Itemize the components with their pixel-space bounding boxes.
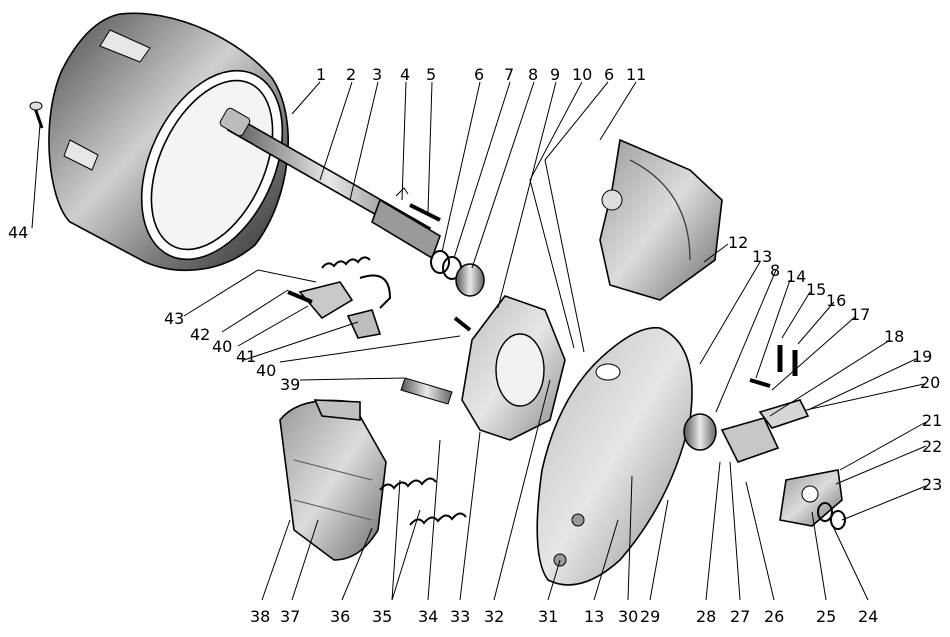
callout-35: 35 <box>372 607 392 626</box>
callout-18: 18 <box>884 327 904 346</box>
bushing-8-right <box>683 413 717 451</box>
callout-20: 20 <box>920 373 940 392</box>
callout-13: 13 <box>752 247 772 266</box>
washers-24-25 <box>817 502 846 530</box>
callout-40: 40 <box>212 337 232 356</box>
callout-42: 42 <box>190 325 210 344</box>
callout-6: 6 <box>474 65 484 84</box>
callout-33: 33 <box>450 607 470 626</box>
brake-drum <box>48 12 289 272</box>
callouts: 1 2 3 4 5 6 7 8 9 10 6 11 12 13 8 14 15 … <box>8 65 942 626</box>
callout-28: 28 <box>696 607 716 626</box>
callout-7: 7 <box>504 65 514 84</box>
adjuster-lever <box>287 274 392 339</box>
callout-37: 37 <box>280 607 300 626</box>
callout-22: 22 <box>922 437 942 456</box>
callout-32: 32 <box>484 607 504 626</box>
callout-8-second: 8 <box>770 261 780 280</box>
return-spring-upper <box>321 256 371 269</box>
return-springs-35 <box>379 477 467 526</box>
callout-31: 31 <box>538 607 558 626</box>
callout-11: 11 <box>626 65 646 84</box>
callout-30: 30 <box>618 607 638 626</box>
lever-21 <box>779 469 843 527</box>
callout-36: 36 <box>330 607 350 626</box>
callout-40-second: 40 <box>256 361 276 380</box>
callout-16: 16 <box>826 291 846 310</box>
pin-5 <box>395 187 441 222</box>
brake-shoe-upper <box>599 138 723 301</box>
callout-5: 5 <box>426 65 436 84</box>
cam-shaft <box>219 107 441 260</box>
callout-17: 17 <box>850 305 870 324</box>
bolt-44 <box>29 101 44 129</box>
brake-shoe-lower <box>279 399 387 561</box>
callout-23: 23 <box>922 475 942 494</box>
callout-6-second: 6 <box>604 65 614 84</box>
callout-41: 41 <box>236 347 256 366</box>
bolts-15-16 <box>749 345 798 388</box>
plate-20 <box>758 399 810 429</box>
callout-24: 24 <box>858 607 878 626</box>
bracket-27 <box>720 417 780 463</box>
callout-43: 43 <box>164 309 184 328</box>
callout-19: 19 <box>912 347 932 366</box>
callout-14: 14 <box>786 267 806 286</box>
callout-12: 12 <box>728 233 748 252</box>
callout-4: 4 <box>400 65 410 84</box>
callout-26: 26 <box>764 607 784 626</box>
callout-10: 10 <box>572 65 592 84</box>
callout-38: 38 <box>250 607 270 626</box>
callout-1: 1 <box>316 65 326 84</box>
callout-15: 15 <box>806 280 826 299</box>
callout-2: 2 <box>346 65 356 84</box>
callout-13-second: 13 <box>584 607 604 626</box>
leader-lines <box>31 81 927 601</box>
callout-27: 27 <box>730 607 750 626</box>
callout-8: 8 <box>528 65 538 84</box>
callout-39: 39 <box>280 375 300 394</box>
pin-39 <box>400 377 453 405</box>
bushing-8 <box>455 263 485 297</box>
callout-34: 34 <box>418 607 438 626</box>
callout-3: 3 <box>372 65 382 84</box>
callout-29: 29 <box>640 607 660 626</box>
callout-9: 9 <box>550 65 560 84</box>
callout-21: 21 <box>922 411 942 430</box>
callout-25: 25 <box>816 607 836 626</box>
anchor-bracket <box>453 295 566 441</box>
callout-44: 44 <box>8 223 28 242</box>
